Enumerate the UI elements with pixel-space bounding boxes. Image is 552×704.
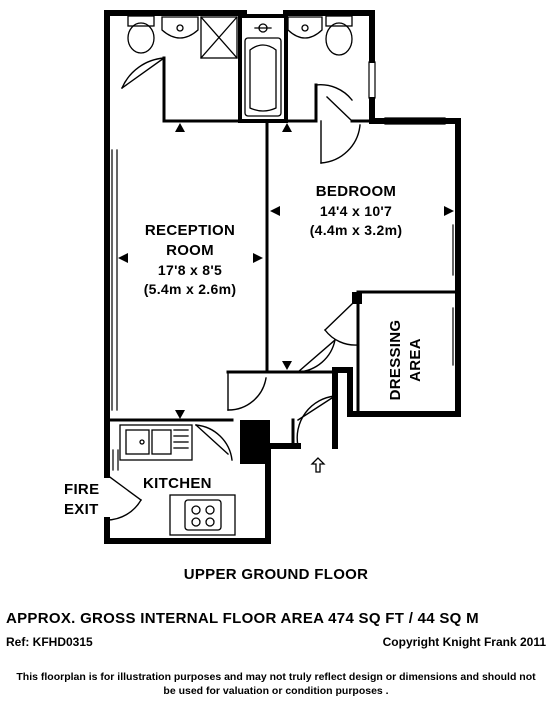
bedroom-name: BEDROOM — [315, 183, 397, 200]
fixtures — [119, 15, 353, 536]
fire-exit-label: FIRE EXIT — [64, 480, 99, 520]
door-left-bathroom — [121, 57, 165, 89]
kitchen-label: KITCHEN — [143, 475, 212, 492]
reception-name-line1: RECEPTION — [144, 222, 236, 239]
reference-text: Ref: KFHD0315 — [6, 635, 93, 649]
wall-blocks — [240, 292, 362, 464]
door-right-bathroom — [315, 84, 353, 122]
floor-title: UPPER GROUND FLOOR — [183, 566, 369, 583]
wc-right — [325, 15, 353, 56]
door-bedroom — [320, 120, 361, 164]
door-entrance — [296, 395, 336, 447]
door-kitchen — [195, 424, 233, 461]
disclaimer-line1: This floorplan is for illustration purpo… — [16, 671, 536, 683]
interior-walls — [108, 14, 460, 448]
door-fire-exit — [106, 474, 142, 521]
door-reception — [227, 371, 267, 411]
bedroom-dim-imperial: 14'4 x 10'7 — [319, 203, 393, 219]
reception-dim-metric: (5.4m x 2.6m) — [143, 281, 237, 297]
copyright-text: Copyright Knight Frank 2011 — [382, 635, 546, 649]
windows — [111, 61, 459, 471]
basin-right — [287, 16, 323, 39]
dressing-name-line1: DRESSING — [387, 319, 404, 401]
reception-room-label: RECEPTION ROOM 17'8 x 8'5 (5.4m x 2.6m) — [130, 222, 250, 297]
door-hall-bedroom — [297, 339, 336, 373]
basin-left — [161, 16, 199, 39]
shower-tray — [200, 16, 238, 59]
disclaimer-line2: be used for valuation or condition purpo… — [163, 685, 389, 697]
dimension-arrows — [118, 123, 454, 419]
gross-area-text: APPROX. GROSS INTERNAL FLOOR AREA 474 SQ… — [6, 610, 479, 627]
kitchen-worktop — [119, 424, 193, 461]
reception-name-line2: ROOM — [166, 242, 214, 259]
bath — [244, 23, 282, 117]
dressing-name-line2: AREA — [407, 338, 424, 382]
dressing-area-label: DRESSING AREA — [386, 305, 426, 415]
fire-exit-line2: EXIT — [64, 501, 99, 518]
wc-left — [127, 15, 155, 54]
reception-dim-imperial: 17'8 x 8'5 — [157, 262, 223, 278]
entrance-arrow-icon — [310, 457, 326, 473]
door-dressing — [324, 303, 359, 346]
fire-exit-line1: FIRE — [64, 481, 100, 498]
floor-plan — [104, 10, 461, 544]
bedroom-dim-metric: (4.4m x 3.2m) — [309, 222, 403, 238]
kitchen-hob — [169, 494, 236, 536]
doors — [106, 57, 361, 521]
disclaimer: This floorplan is for illustration purpo… — [0, 670, 552, 698]
bedroom-label: BEDROOM 14'4 x 10'7 (4.4m x 3.2m) — [292, 183, 420, 238]
